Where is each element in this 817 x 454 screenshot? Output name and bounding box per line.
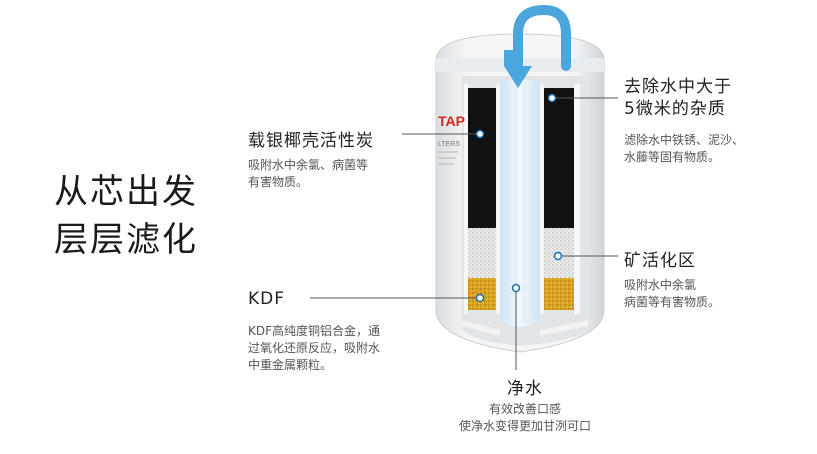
label-remove: 去除水中大于 5微米的杂质 滤除水中铁锈、泥沙、 水藤等固有物质。 [624, 76, 744, 166]
slogan: 从芯出发 层层滤化 [54, 168, 198, 264]
carbon-block-right [544, 88, 574, 228]
slogan-line-1: 从芯出发 [54, 172, 198, 212]
label-kdf-desc-3: 中重金属颗粒。 [248, 358, 333, 372]
label-clean: 净水 有效改善口感 使净水变得更加甘洌可口 [430, 374, 620, 435]
central-core [500, 80, 540, 327]
mineral-zone-left [468, 228, 496, 278]
label-mineral-desc-2: 病菌等有害物质。 [624, 295, 721, 309]
label-carbon-desc-2: 有害物质。 [248, 175, 309, 189]
kdf-zone-left [468, 278, 496, 310]
cartridge-cutaway [462, 76, 588, 346]
label-carbon-desc-1: 吸附水中余氯、病菌等 [248, 158, 369, 172]
label-clean-desc-2: 使净水变得更加甘洌可口 [458, 419, 591, 433]
label-remove-desc-1: 滤除水中铁锈、泥沙、 [624, 133, 745, 147]
label-mineral-title: 矿活化区 [624, 251, 696, 271]
label-kdf: KDF KDF高纯度铜铝合金，通 过氧化还原反应，吸附水 中重金属颗粒。 [248, 289, 380, 374]
water-flow-arrow-head [504, 66, 532, 88]
label-clean-title: 净水 [507, 379, 543, 399]
carbon-block-left [468, 88, 496, 228]
label-kdf-desc-1: KDF高纯度铜铝合金，通 [248, 324, 381, 338]
label-carbon-title: 载银椰壳活性炭 [248, 131, 374, 151]
label-carbon: 载银椰壳活性炭 吸附水中余氯、病菌等 有害物质。 [248, 126, 374, 191]
label-clean-desc-1: 有效改善口感 [488, 402, 561, 416]
label-remove-title-1: 去除水中大于 [624, 77, 732, 97]
brand-mark: TAP [438, 113, 465, 129]
label-mineral-desc-1: 吸附水中余氯 [624, 278, 697, 292]
slogan-line-2: 层层滤化 [54, 220, 198, 260]
label-remove-desc-2: 水藤等固有物质。 [624, 150, 721, 164]
label-remove-title-2: 5微米的杂质 [624, 99, 726, 119]
label-mineral: 矿活化区 吸附水中余氯 病菌等有害物质。 [624, 246, 720, 311]
kdf-zone-right [544, 278, 574, 310]
water-flow-arrow [513, 4, 571, 83]
brand-mark-sub: LTERS [438, 141, 460, 148]
label-kdf-desc-2: 过氧化还原反应，吸附水 [248, 341, 381, 355]
label-kdf-title: KDF [248, 289, 286, 309]
